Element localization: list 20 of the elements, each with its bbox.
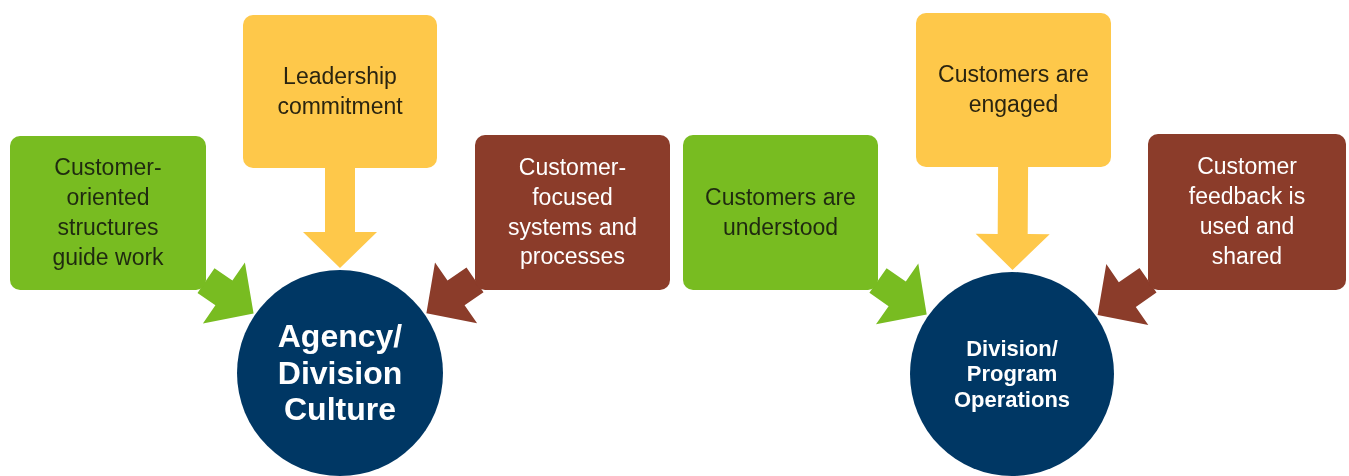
circle-label: Division/ Program Operations bbox=[952, 336, 1072, 412]
process-box bbox=[10, 136, 206, 290]
box-label: Customers are engaged bbox=[938, 60, 1089, 119]
process-box bbox=[916, 13, 1111, 167]
block-arrow bbox=[197, 262, 254, 324]
process-box bbox=[1148, 134, 1346, 290]
box-label: Customers are understood bbox=[705, 182, 856, 242]
box-label: Customer-focused systems and processes bbox=[506, 152, 639, 272]
circle-label: Agency/ Division Culture bbox=[276, 317, 404, 429]
box-label: Customer feedback is used and shared bbox=[1187, 152, 1307, 271]
block-arrow bbox=[426, 262, 484, 324]
block-arrow bbox=[1097, 264, 1157, 325]
block-arrow bbox=[975, 166, 1050, 270]
box-label: Leadership commitment bbox=[276, 61, 404, 121]
process-box bbox=[243, 15, 437, 168]
block-arrow bbox=[303, 168, 377, 268]
process-box bbox=[683, 135, 878, 290]
block-arrow bbox=[869, 263, 927, 325]
box-label: Customer-oriented structures guide work bbox=[51, 153, 165, 272]
process-box bbox=[475, 135, 670, 290]
